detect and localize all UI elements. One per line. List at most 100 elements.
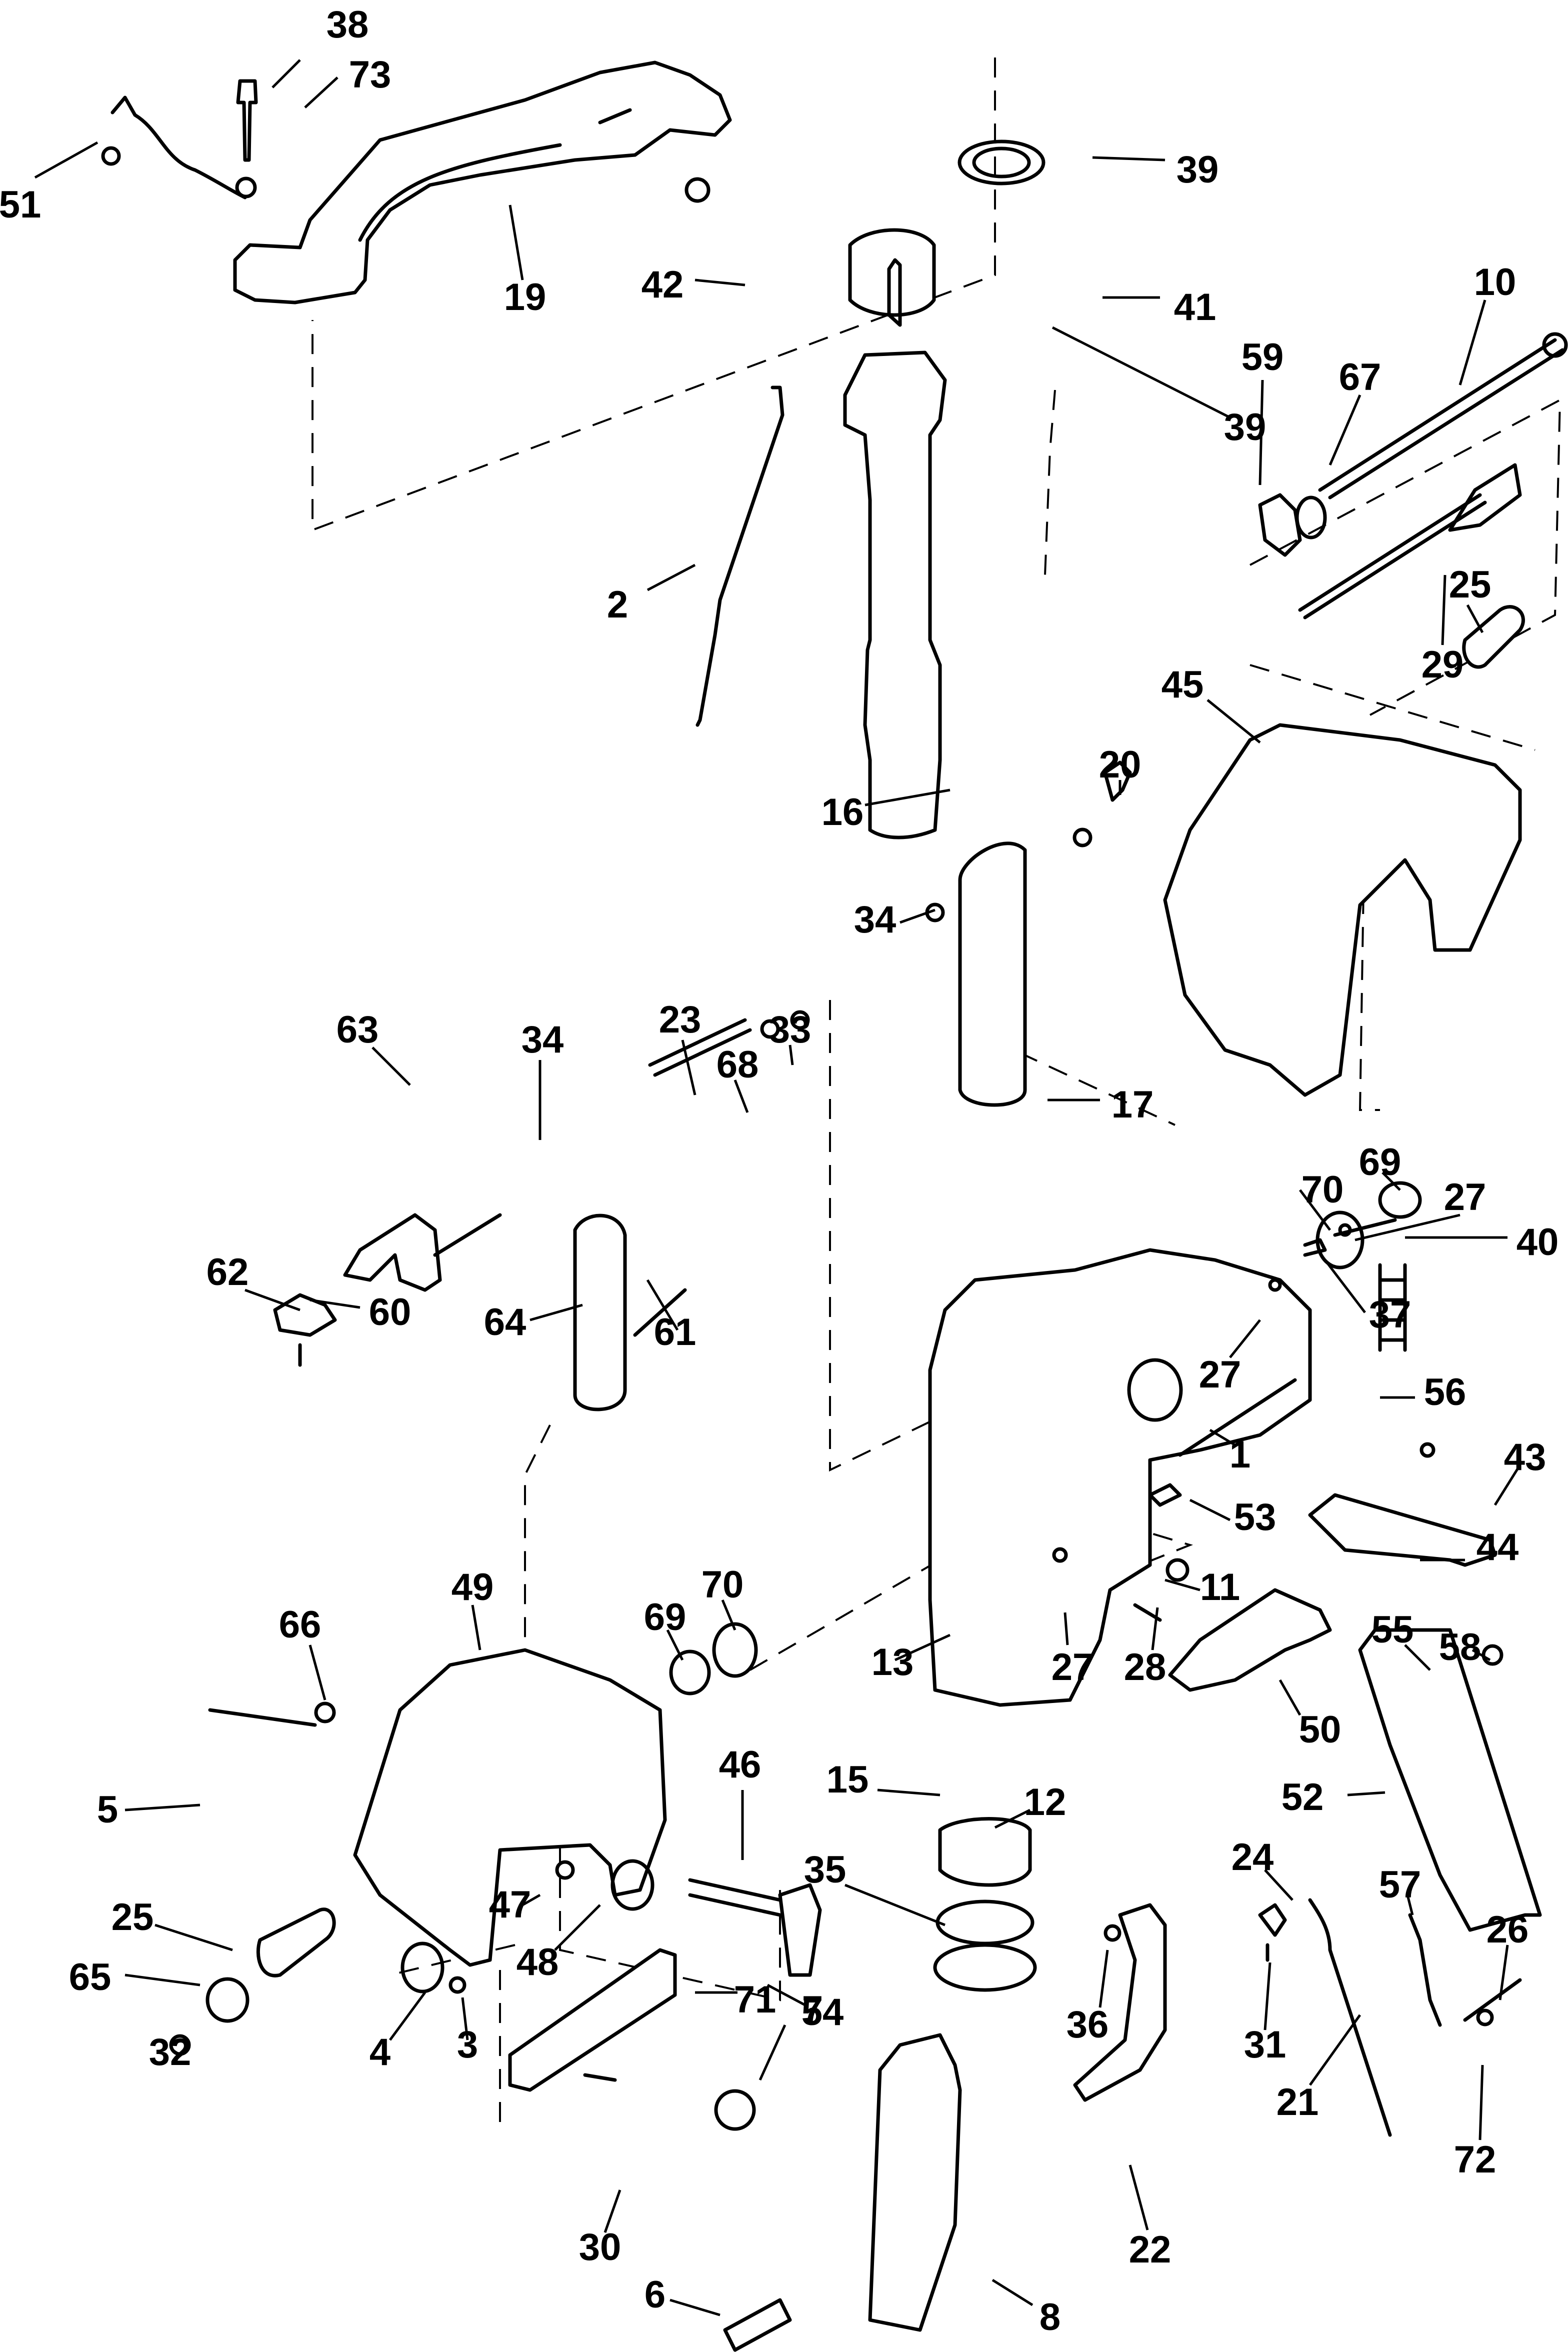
leader-line-59 (1258, 380, 1264, 486)
callout-label-27: 27 (1199, 1354, 1242, 1396)
leader-line-36 (1098, 1950, 1109, 2008)
callout-label-28: 28 (1124, 1646, 1166, 1688)
leader-line-45 (1206, 699, 1261, 744)
callout-label-4: 4 (370, 2031, 390, 2074)
callout-label-49: 49 (452, 1566, 494, 1608)
leader-line-35 (844, 1884, 946, 1926)
callout-label-69: 69 (644, 1596, 686, 1638)
part-lever-54 (778, 1883, 822, 1977)
callout-label-73: 73 (349, 54, 392, 96)
leader-line-29 (1441, 574, 1446, 646)
callout-label-3: 3 (457, 2024, 478, 2066)
callout-label-31: 31 (1244, 2024, 1286, 2066)
leader-line-33 (788, 1044, 794, 1066)
leader-line-32 (172, 2048, 181, 2056)
part-spring-7 (714, 2089, 756, 2131)
leader-line-57 (1406, 1894, 1414, 1916)
part-spring-pin-46 (688, 1878, 782, 1917)
callout-label-22: 22 (1129, 2228, 1172, 2271)
callout-label-63: 63 (336, 1008, 379, 1051)
leader-line-67 (1328, 394, 1362, 466)
part-stern-bracket-right (1163, 723, 1522, 1097)
leader-line-61 (646, 1279, 679, 1331)
part-through-bolt-head (1542, 332, 1568, 358)
leader-line-16 (864, 788, 950, 806)
part-washer-69-bottom (669, 1650, 711, 1696)
callout-label-5: 5 (97, 1788, 118, 1831)
part-screw-30 (583, 2073, 617, 2082)
callout-label-12: 12 (1024, 1781, 1066, 1824)
callout-label-40: 40 (1516, 1221, 1559, 1264)
part-pin-1 (1178, 1378, 1297, 1457)
callout-label-45: 45 (1162, 664, 1204, 706)
callout-label-62: 62 (206, 1251, 249, 1294)
part-rod-29-bracket (1448, 463, 1522, 532)
part-bolt-40 (1333, 1218, 1397, 1237)
callout-label-21: 21 (1276, 2081, 1319, 2124)
part-washer-43 (1420, 1442, 1436, 1458)
part-link-64 (573, 1214, 627, 1412)
callout-label-59: 59 (1242, 336, 1284, 378)
callout-label-27: 27 (1444, 1176, 1486, 1218)
part-bolt-5 (208, 1708, 317, 1727)
part-steering-arm-boss (684, 177, 710, 203)
part-clip-59 (1258, 493, 1302, 557)
leader-line-42 (694, 278, 746, 286)
leader-line-52 (1347, 1791, 1386, 1796)
part-washer-36 (1104, 1924, 1122, 1942)
leader-line-64 (530, 1304, 583, 1322)
part-shim-41 (887, 258, 902, 327)
leader-line-37 (1324, 1259, 1366, 1314)
part-steering-tube (843, 350, 947, 840)
callout-label-37: 37 (1369, 1294, 1412, 1336)
leader-line-12 (994, 1808, 1031, 1829)
part-lug-73 (235, 176, 257, 198)
part-bushing-25-top (1462, 605, 1525, 669)
callout-label-15: 15 (826, 1758, 869, 1801)
part-link-rod (696, 386, 784, 727)
leader-line-63 (372, 1046, 411, 1086)
part-ring-72 (1476, 2008, 1494, 2026)
part-nut-3 (448, 1976, 466, 1994)
part-bracket-44 (1308, 1493, 1497, 1567)
callout-label-60: 60 (369, 1291, 412, 1334)
part-screw-47 (555, 1860, 575, 1880)
leader-line-34 (900, 908, 936, 924)
part-swivel-bracket (928, 1248, 1312, 1707)
part-bushing-39-top (958, 140, 1046, 186)
parts (101, 60, 1568, 2352)
callout-label-55: 55 (1372, 1608, 1414, 1651)
callout-label-7: 7 (802, 1988, 823, 2031)
alignment-line-45 (1250, 664, 1536, 751)
leader-line-69 (666, 1629, 684, 1661)
part-through-bolt (1318, 338, 1564, 500)
part-spring-56 (1378, 1263, 1407, 1352)
leader-line-66 (308, 1644, 326, 1700)
leader-line-25 (154, 1924, 233, 1952)
part-spring-57 (1408, 1913, 1442, 2027)
part-nut-67 (1295, 496, 1327, 540)
callout-label-35: 35 (804, 1848, 846, 1891)
leader-line-51 (34, 141, 98, 179)
part-fitting-27-b (1268, 1278, 1282, 1292)
leader-line-38 (272, 59, 301, 88)
callout-label-20: 20 (1099, 744, 1142, 786)
part-plate-71 (508, 1948, 677, 2092)
callout-label-6: 6 (644, 2274, 666, 2316)
callout-label-27: 27 (1052, 1646, 1094, 1688)
part-washer-34-a (1072, 828, 1092, 848)
leader-line-48 (554, 1904, 601, 1951)
callout-label-66: 66 (279, 1604, 322, 1646)
part-cap-48 (610, 1859, 654, 1911)
leader-line-68 (734, 1080, 749, 1113)
leader-line-47 (522, 1894, 541, 1906)
callout-label-8: 8 (1040, 2296, 1060, 2338)
part-oring-12 (936, 1900, 1034, 1946)
callout-label-70: 70 (702, 1564, 744, 1606)
part-bushing-15 (938, 1817, 1032, 1887)
leader-line-50 (1278, 1679, 1302, 1716)
leader-line-65 (124, 1974, 200, 1986)
callout-label-39: 39 (1176, 148, 1219, 191)
leader-line-60 (310, 1298, 360, 1309)
callout-label-1: 1 (1230, 1434, 1250, 1476)
